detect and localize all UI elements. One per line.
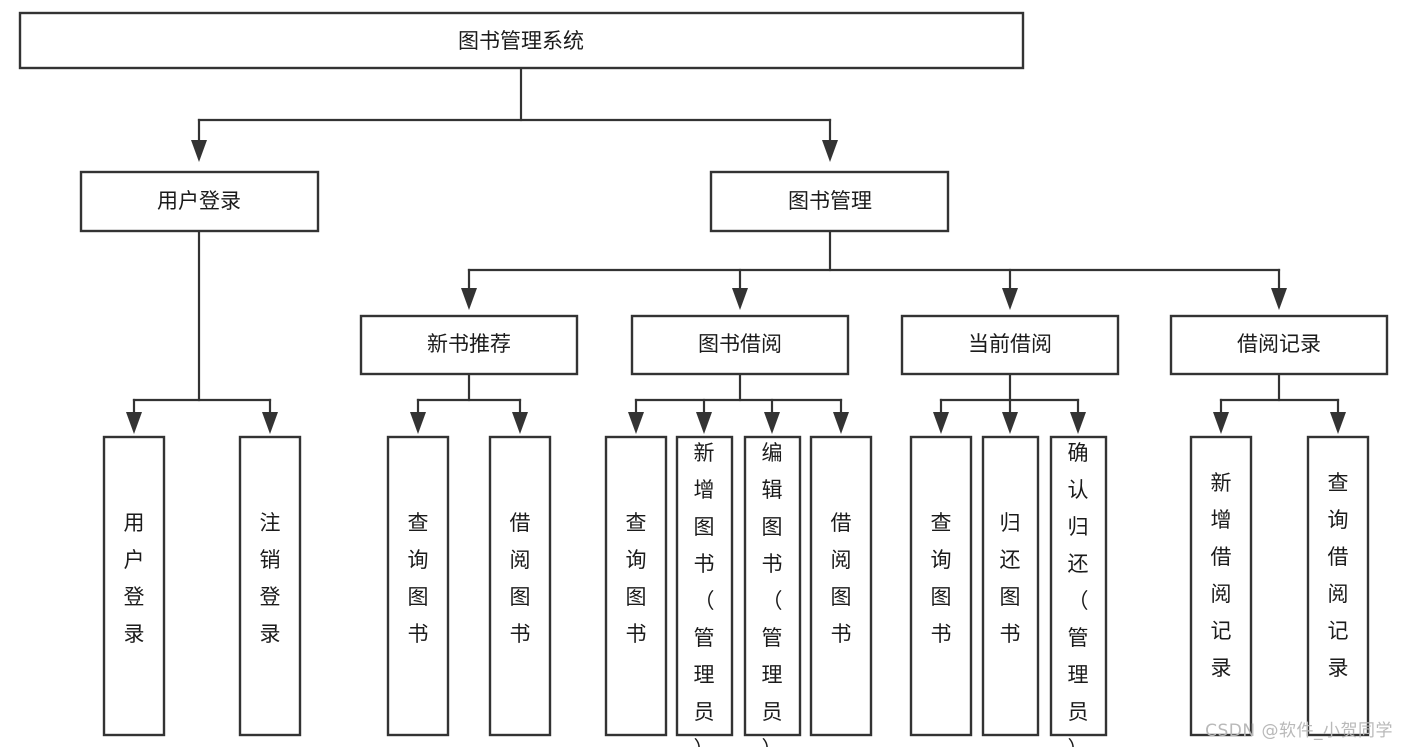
connector-group-book-borrow [628, 372, 849, 434]
connector-group-current-borrow [933, 372, 1086, 434]
node-leaf-return-book-label: 归还图书 [1000, 511, 1021, 646]
node-leaf-query-book-2[interactable]: 查询图书 [604, 435, 668, 737]
arrow-head-leaf-query-book-2 [628, 412, 644, 434]
node-leaf-query-book-2-label: 查询图书 [626, 511, 647, 646]
node-leaf-edit-book-box[interactable] [743, 435, 802, 737]
node-leaf-edit-book[interactable]: 编辑图书（管理员） [743, 435, 802, 747]
node-leaf-query-book-3[interactable]: 查询图书 [909, 435, 973, 737]
node-leaf-borrow-book-1-box[interactable] [488, 435, 552, 737]
node-leaf-borrow-book-1[interactable]: 借阅图书 [488, 435, 552, 737]
node-current-borrow[interactable]: 当前借阅 [900, 314, 1120, 376]
node-borrow-record[interactable]: 借阅记录 [1169, 314, 1389, 376]
connector-group-root [191, 66, 838, 162]
node-root-box[interactable] [18, 11, 1025, 70]
connector-group-book-manage [461, 229, 1287, 310]
node-leaf-logout-box[interactable] [238, 435, 302, 737]
arrow-head-leaf-query-record [1330, 412, 1346, 434]
node-new-book-rec-box[interactable] [359, 314, 579, 376]
node-leaf-confirm-return[interactable]: 确认归还（管理员） [1049, 435, 1108, 747]
node-leaf-borrow-book-1-label: 借阅图书 [510, 511, 531, 646]
node-new-book-rec[interactable]: 新书推荐 [359, 314, 579, 376]
node-root[interactable]: 图书管理系统 [18, 11, 1025, 70]
node-user-login-box[interactable] [79, 170, 320, 233]
arrow-head-user-login [191, 140, 207, 162]
arrow-head-current-borrow [1002, 288, 1018, 310]
node-leaf-add-record-label: 新增借阅记录 [1211, 471, 1232, 680]
node-book-manage-label: 图书管理 [788, 189, 872, 213]
node-leaf-user-login[interactable]: 用户登录 [102, 435, 166, 737]
node-user-login[interactable]: 用户登录 [79, 170, 320, 233]
node-leaf-confirm-return-box[interactable] [1049, 435, 1108, 737]
node-leaf-confirm-return-label: 确认归还（管理员） [1068, 441, 1089, 747]
node-leaf-return-book-box[interactable] [981, 435, 1040, 737]
node-borrow-record-label: 借阅记录 [1237, 332, 1321, 356]
arrow-head-leaf-user-login [126, 412, 142, 434]
node-new-book-rec-label: 新书推荐 [427, 332, 511, 356]
node-leaf-logout-label: 注销登录 [260, 511, 281, 646]
csdn-watermark: CSDN @软件_小贺同学 [1205, 721, 1393, 741]
node-leaf-add-record-box[interactable] [1189, 435, 1253, 737]
node-leaf-add-book[interactable]: 新增图书（管理员） [675, 435, 734, 747]
connector-group-user-login [126, 229, 278, 434]
node-leaf-add-record[interactable]: 新增借阅记录 [1189, 435, 1253, 737]
node-leaf-query-book-2-box[interactable] [604, 435, 668, 737]
arrow-head-leaf-query-book-1 [410, 412, 426, 434]
node-book-manage[interactable]: 图书管理 [709, 170, 950, 233]
node-leaf-logout[interactable]: 注销登录 [238, 435, 302, 737]
arrow-head-leaf-query-book-3 [933, 412, 949, 434]
connector-group-borrow-record [1213, 372, 1346, 434]
node-user-login-label: 用户登录 [157, 189, 241, 213]
arrow-head-leaf-borrow-book-1 [512, 412, 528, 434]
node-leaf-borrow-book-2-label: 借阅图书 [831, 511, 852, 646]
arrow-head-leaf-confirm-return [1070, 412, 1086, 434]
node-book-borrow-box[interactable] [630, 314, 850, 376]
node-leaf-borrow-book-2[interactable]: 借阅图书 [809, 435, 873, 737]
arrow-head-leaf-return-book [1002, 412, 1018, 434]
node-leaf-query-book-1-label: 查询图书 [408, 511, 429, 646]
node-book-borrow-label: 图书借阅 [698, 332, 782, 356]
node-leaf-user-login-label: 用户登录 [124, 511, 145, 646]
arrow-head-new-book-rec [461, 288, 477, 310]
arrow-head-book-manage [822, 140, 838, 162]
node-leaf-add-book-label: 新增图书（管理员） [694, 441, 715, 747]
arrow-head-leaf-add-record [1213, 412, 1229, 434]
node-root-label: 图书管理系统 [458, 29, 584, 53]
node-current-borrow-label: 当前借阅 [968, 332, 1052, 356]
node-book-manage-box[interactable] [709, 170, 950, 233]
node-leaf-add-book-box[interactable] [675, 435, 734, 737]
node-leaf-user-login-box[interactable] [102, 435, 166, 737]
node-leaf-query-book-1-box[interactable] [386, 435, 450, 737]
node-leaf-query-record[interactable]: 查询借阅记录 [1306, 435, 1370, 737]
node-leaf-query-record-label: 查询借阅记录 [1328, 471, 1349, 680]
node-leaf-return-book[interactable]: 归还图书 [981, 435, 1040, 737]
node-borrow-record-box[interactable] [1169, 314, 1389, 376]
arrow-head-borrow-record [1271, 288, 1287, 310]
node-leaf-query-book-1[interactable]: 查询图书 [386, 435, 450, 737]
arrow-head-leaf-borrow-book-2 [833, 412, 849, 434]
node-book-borrow[interactable]: 图书借阅 [630, 314, 850, 376]
arrow-head-leaf-add-book [696, 412, 712, 434]
node-leaf-query-book-3-label: 查询图书 [931, 511, 952, 646]
node-current-borrow-box[interactable] [900, 314, 1120, 376]
arrow-head-book-borrow [732, 288, 748, 310]
connector-group-new-book-rec [410, 372, 528, 434]
arrow-head-leaf-edit-book [764, 412, 780, 434]
node-leaf-query-record-box[interactable] [1306, 435, 1370, 737]
arrow-head-leaf-logout [262, 412, 278, 434]
node-leaf-borrow-book-2-box[interactable] [809, 435, 873, 737]
node-leaf-query-book-3-box[interactable] [909, 435, 973, 737]
node-leaf-edit-book-label: 编辑图书（管理员） [762, 441, 783, 747]
